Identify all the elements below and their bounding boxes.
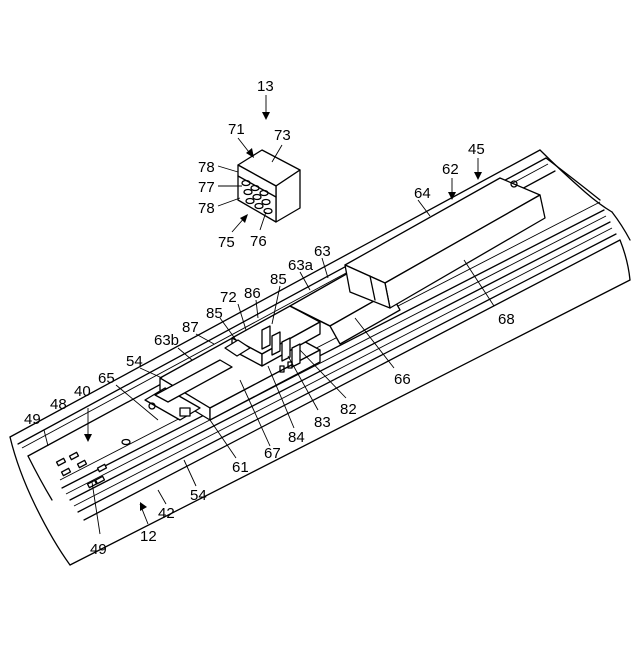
label-63a: 63a [288, 257, 314, 274]
label-77: 77 [198, 179, 215, 196]
label-64: 64 [414, 185, 431, 202]
label-86: 86 [244, 285, 261, 302]
label-61: 61 [232, 459, 249, 476]
label-75: 75 [218, 234, 235, 251]
label-87: 87 [182, 319, 199, 336]
label-67: 67 [264, 445, 281, 462]
label-40: 40 [74, 383, 91, 400]
label-63b: 63b [154, 332, 179, 349]
label-49-lower: 49 [90, 541, 107, 558]
label-54-lower: 54 [190, 487, 207, 504]
label-68: 68 [498, 311, 515, 328]
label-82: 82 [340, 401, 357, 418]
label-62: 62 [442, 161, 459, 178]
label-78-upper: 78 [198, 159, 215, 176]
label-13: 13 [257, 78, 274, 95]
label-71: 71 [228, 121, 245, 138]
label-66: 66 [394, 371, 411, 388]
label-85-lower: 85 [206, 305, 223, 322]
label-49-upper: 49 [24, 411, 41, 428]
label-42: 42 [158, 505, 175, 522]
label-48: 48 [50, 396, 67, 413]
label-12: 12 [140, 528, 157, 545]
label-54-upper: 54 [126, 353, 143, 370]
label-85-upper: 85 [270, 271, 287, 288]
label-45: 45 [468, 141, 485, 158]
label-83: 83 [314, 414, 331, 431]
label-63: 63 [314, 243, 331, 260]
label-65: 65 [98, 370, 115, 387]
label-73: 73 [274, 127, 291, 144]
label-78-lower: 78 [198, 200, 215, 217]
plug-13 [238, 150, 300, 222]
label-76: 76 [250, 233, 267, 250]
label-72: 72 [220, 289, 237, 306]
cover-62 [345, 178, 545, 308]
label-84: 84 [288, 429, 305, 446]
